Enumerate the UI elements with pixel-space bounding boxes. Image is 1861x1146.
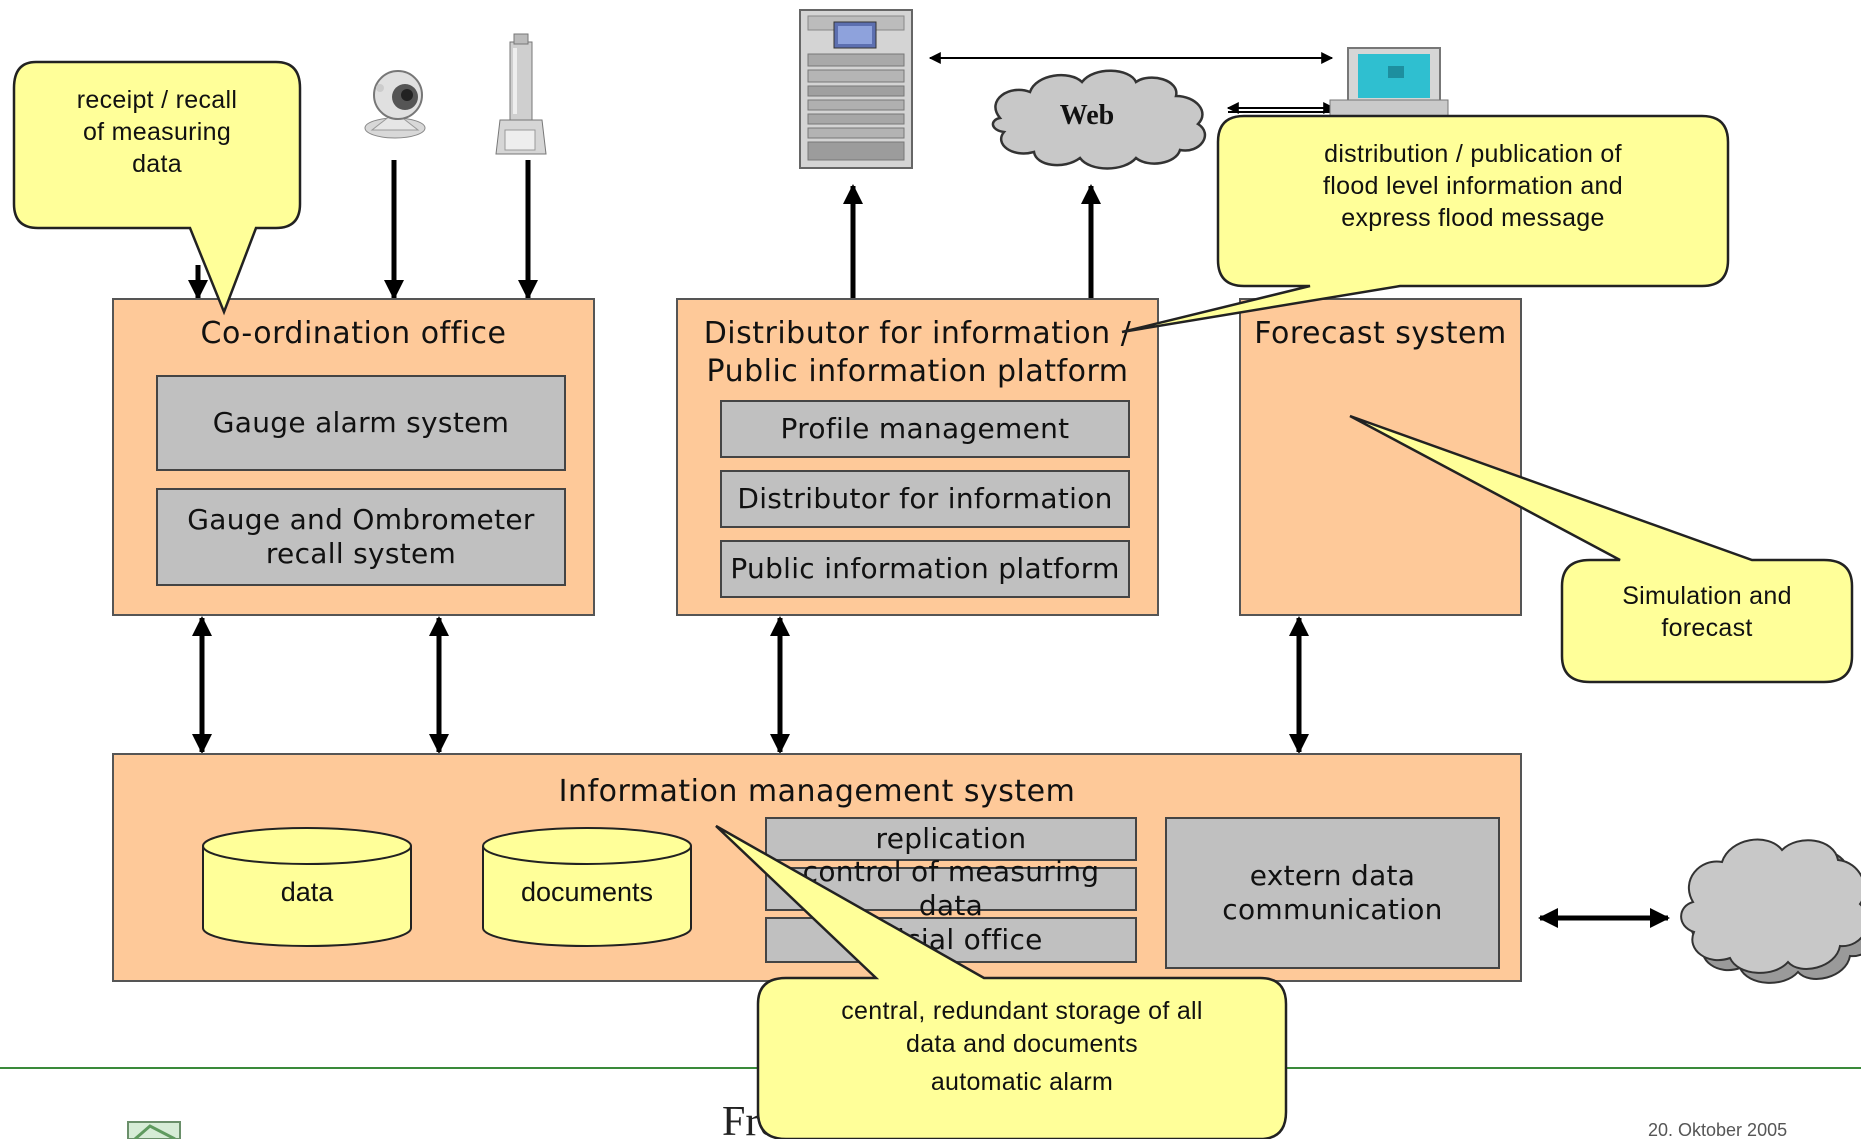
distributor-information-label: Distributor for information (737, 482, 1113, 516)
simulation-line-1: Simulation and (1622, 582, 1792, 610)
official-office-label: official office (859, 923, 1043, 957)
gauge-recall-label-2: recall system (265, 537, 457, 570)
desktop-computer-icon (1325, 47, 1449, 131)
gauge-alarm-module: Gauge alarm system (156, 375, 566, 471)
control-measuring-label: control of measuring data (802, 855, 1100, 922)
distribution-line-2: flood level information and (1323, 172, 1623, 200)
data-cylinder-label: data (280, 877, 334, 907)
storage-line-2: data and documents (906, 1029, 1138, 1058)
storage-callout-text: central, redundant storage of all data a… (758, 995, 1286, 1099)
public-platform-module: Public information platform (720, 540, 1130, 598)
control-measuring-module: control of measuring data (765, 855, 1137, 922)
receipt-line-1: receipt / recall (76, 86, 238, 114)
distributor-title-line2: Public information platform (706, 354, 1129, 390)
forecast-title: Forecast system (1254, 316, 1507, 351)
webcam-icon (364, 70, 426, 139)
distribution-line-3: express flood message (1341, 204, 1605, 232)
receipt-line-3: data (132, 150, 182, 178)
extern-data-module: extern data communication (1165, 817, 1500, 969)
distribution-callout-text: distribution / publication of flood leve… (1218, 138, 1728, 234)
receipt-callout-text: receipt / recall of measuring data (14, 84, 300, 180)
web-cloud-label: Web (1059, 100, 1115, 131)
profile-management-label: Profile management (780, 412, 1070, 446)
gauge-recall-label-1: Gauge and Ombrometer (187, 503, 535, 537)
logo-icon (127, 1121, 181, 1139)
distributor-title: Distributor for information / Public inf… (676, 315, 1159, 392)
gauge-recall-module: Gauge and Ombrometer recall system (156, 488, 566, 586)
simulation-callout-text: Simulation and forecast (1562, 580, 1852, 644)
distributor-title-line1: Distributor for information / (703, 316, 1132, 351)
official-office-module: official office (765, 917, 1137, 963)
profile-management-module: Profile management (720, 400, 1130, 458)
information-management-title: Information management system (558, 774, 1076, 809)
gauge-alarm-label: Gauge alarm system (212, 406, 510, 440)
server-rack-icon (799, 9, 913, 169)
simulation-line-2: forecast (1661, 614, 1753, 642)
extern-data-label-1: extern data (1249, 859, 1416, 893)
replication-module: replication (765, 817, 1137, 861)
distributor-information-module: Distributor for information (720, 470, 1130, 528)
extern-data-label-2: communication (1222, 893, 1443, 926)
receipt-line-2: of measuring (82, 118, 232, 146)
rain-gauge-icon (495, 33, 547, 155)
coordination-office-title: Co-ordination office (200, 316, 507, 351)
replication-label: replication (875, 822, 1027, 856)
storage-line-1: central, redundant storage of all (841, 997, 1203, 1025)
documents-cylinder-label: documents (520, 877, 654, 907)
storage-line-3: automatic alarm (930, 1068, 1114, 1096)
external-cloud-icon (1680, 838, 1861, 984)
public-platform-label: Public information platform (730, 552, 1120, 586)
footer-date: 20. Oktober 2005 (1648, 1120, 1788, 1140)
distribution-line-1: distribution / publication of (1324, 140, 1622, 168)
